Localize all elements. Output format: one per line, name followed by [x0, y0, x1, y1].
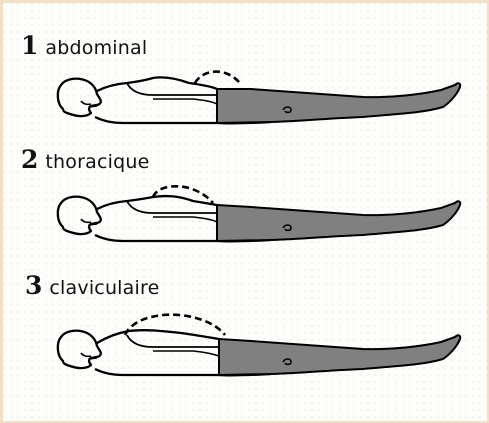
lying-body-figure-thoracic [3, 121, 489, 251]
lying-body-figure-abdominal [3, 3, 489, 133]
breath-expansion-dashes [153, 186, 213, 203]
legs-fill [217, 83, 460, 123]
breath-expansion-dashes [195, 72, 239, 83]
lying-body-figure-clavicular [3, 255, 489, 385]
